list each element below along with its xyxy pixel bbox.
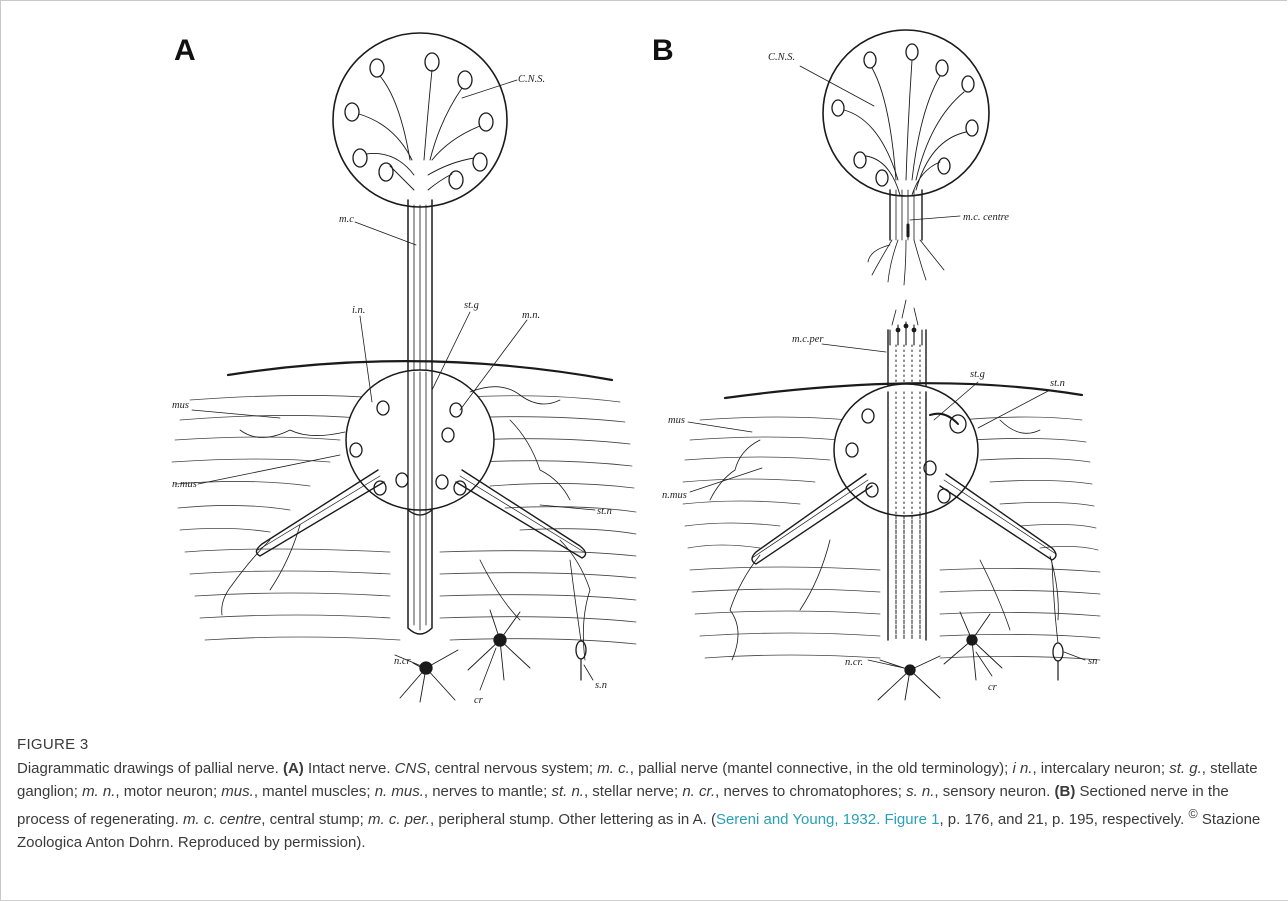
label-a-cns: C.N.S. — [518, 74, 545, 85]
label-a-nmus: n.mus — [172, 479, 197, 490]
figure-caption: FIGURE 3 Diagrammatic drawings of pallia… — [17, 736, 1272, 854]
label-a-stn: st.n — [597, 506, 612, 517]
panel-a-drawing: C.N.S. m.c i.n. st.g m.n. mus n.mus st.n… — [172, 33, 636, 706]
panel-b-drawing: C.N.S. m.c. centre m.c.per st.g st.n mus… — [662, 30, 1100, 700]
label-b-ncr: n.cr. — [845, 657, 863, 668]
figure-caption-text: Diagrammatic drawings of pallial nerve. … — [17, 757, 1272, 854]
label-a-mc: m.c — [339, 214, 354, 225]
label-b-cns: C.N.S. — [768, 52, 795, 63]
pallial-nerve-drawings: C.N.S. m.c i.n. st.g m.n. mus n.mus st.n… — [0, 0, 1288, 720]
label-b-nmus: n.mus — [662, 490, 687, 501]
label-b-stn: st.n — [1050, 378, 1065, 389]
label-b-stg: st.g — [970, 369, 985, 380]
label-b-cr: cr — [988, 682, 998, 693]
label-b-sn: sn — [1088, 656, 1097, 667]
label-b-mus: mus — [668, 415, 685, 426]
label-a-mn: m.n. — [522, 310, 540, 321]
label-a-sn: s.n — [595, 680, 607, 691]
label-a-cr: cr — [474, 695, 484, 706]
label-b-mc-centre: m.c. centre — [963, 212, 1009, 223]
label-a-stg: st.g — [464, 300, 479, 311]
label-a-mus: mus — [172, 400, 189, 411]
label-b-mc-per: m.c.per — [792, 334, 824, 345]
label-a-ncr: n.cr — [394, 656, 412, 667]
label-a-in: i.n. — [352, 305, 365, 316]
reference-link[interactable]: Sereni and Young, 1932. Figure 1 — [716, 811, 940, 828]
bottom-divider — [0, 900, 1288, 901]
figure-title: FIGURE 3 — [17, 736, 1272, 753]
